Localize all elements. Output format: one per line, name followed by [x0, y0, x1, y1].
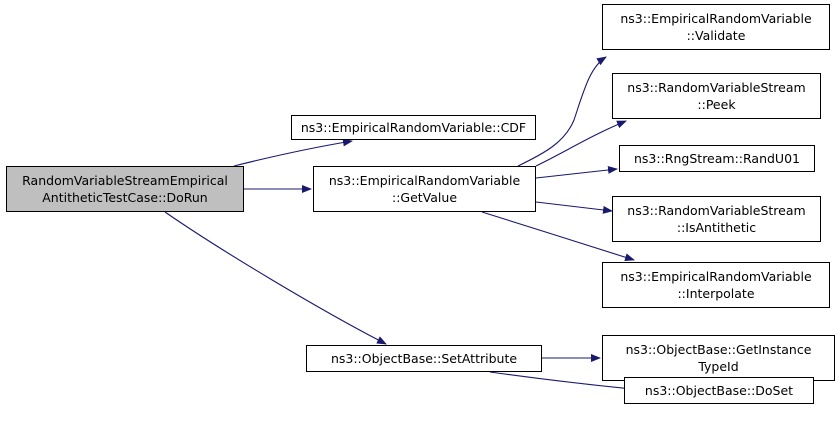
node-isantithetic[interactable]: ns3::RandomVariableStream ::IsAntithetic: [612, 196, 821, 242]
edge-getvalue-to-validate: [517, 56, 607, 167]
node-validate[interactable]: ns3::EmpiricalRandomVariable ::Validate: [602, 4, 830, 50]
node-validate-line2: ::Validate: [686, 28, 746, 43]
node-interpolate[interactable]: ns3::EmpiricalRandomVariable ::Interpola…: [602, 262, 830, 308]
edge-root-to-setattribute: [164, 211, 387, 345]
node-peek[interactable]: ns3::RandomVariableStream ::Peek: [612, 73, 821, 119]
edge-getvalue-to-isantithetic: [535, 201, 613, 214]
node-root-line1: RandomVariableStreamEmpirical: [22, 173, 228, 188]
node-randu01-line1: ns3::RngStream::RandU01: [634, 151, 800, 166]
edge-getvalue-to-randu01: [535, 165, 618, 179]
edge-root-to-cdf: [233, 138, 353, 167]
node-getvalue-line1: ns3::EmpiricalRandomVariable: [328, 173, 521, 188]
node-getvalue[interactable]: ns3::EmpiricalRandomVariable ::GetValue: [313, 166, 536, 212]
node-setattribute-line1: ns3::ObjectBase::SetAttribute: [330, 351, 518, 366]
node-validate-line1: ns3::EmpiricalRandomVariable: [620, 11, 812, 26]
node-peek-line2: ::Peek: [697, 97, 736, 112]
node-getvalue-line2: ::GetValue: [391, 190, 458, 205]
node-doset-line1: ns3::ObjectBase::DoSet: [644, 383, 794, 398]
node-interpolate-line2: ::Interpolate: [677, 286, 755, 301]
node-setattribute[interactable]: ns3::ObjectBase::SetAttribute: [306, 345, 542, 372]
node-randu01[interactable]: ns3::RngStream::RandU01: [619, 145, 815, 172]
node-cdf-line1: ns3::EmpiricalRandomVariable::CDF: [300, 120, 527, 135]
node-getinstancetypeid[interactable]: ns3::ObjectBase::GetInstance TypeId: [602, 335, 835, 381]
node-isantithetic-line1: ns3::RandomVariableStream: [627, 203, 806, 218]
edge-getvalue-to-peek: [535, 120, 627, 167]
edge-getvalue-to-interpolate: [481, 211, 635, 262]
node-root-line2: AntitheticTestCase::DoRun: [42, 190, 208, 205]
node-peek-line1: ns3::RandomVariableStream: [627, 80, 806, 95]
node-isantithetic-line2: ::IsAntithetic: [676, 220, 757, 235]
node-cdf[interactable]: ns3::EmpiricalRandomVariable::CDF: [291, 115, 536, 140]
node-getinstancetypeid-line1: ns3::ObjectBase::GetInstance: [625, 342, 812, 357]
node-interpolate-line1: ns3::EmpiricalRandomVariable: [620, 269, 812, 284]
node-getinstancetypeid-line2: TypeId: [698, 359, 739, 374]
node-root-dorun[interactable]: RandomVariableStreamEmpirical Antithetic…: [6, 166, 244, 212]
node-doset[interactable]: ns3::ObjectBase::DoSet: [624, 377, 814, 404]
